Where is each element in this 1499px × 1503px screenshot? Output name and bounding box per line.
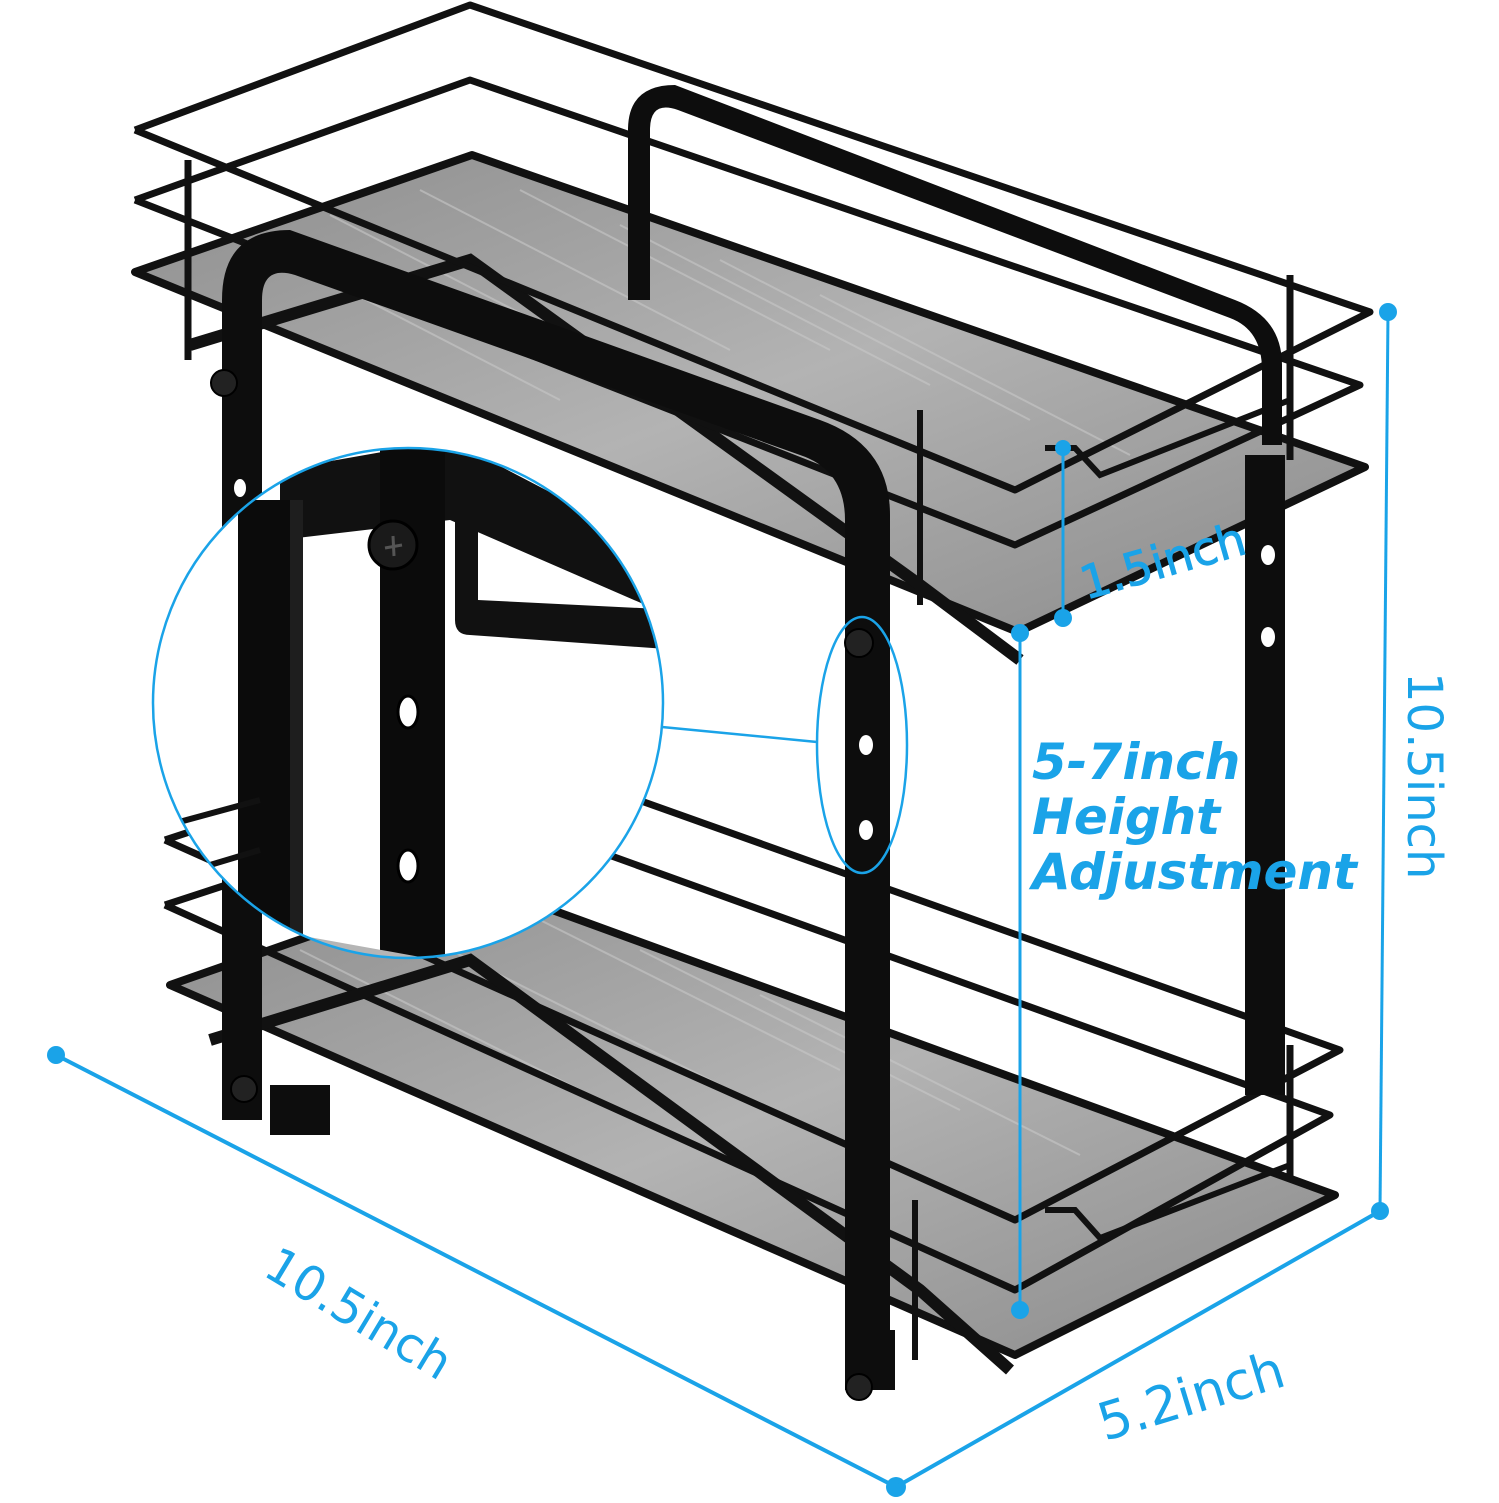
top-shelf xyxy=(131,1,1374,665)
height-adjustment-word-height: Height xyxy=(1032,788,1221,846)
screw-heads xyxy=(210,369,874,1401)
total-height-label: 10.5inch xyxy=(1396,672,1452,880)
height-adjustment-range: 5-7inch xyxy=(1032,733,1241,791)
height-adjustment-word-adjustment: Adjustment xyxy=(1032,843,1357,901)
dimension-lines xyxy=(47,303,1397,1497)
height-adjustment-label: 5-7inch Height Adjustment xyxy=(1032,735,1357,900)
adjustment-holes xyxy=(234,479,1275,840)
